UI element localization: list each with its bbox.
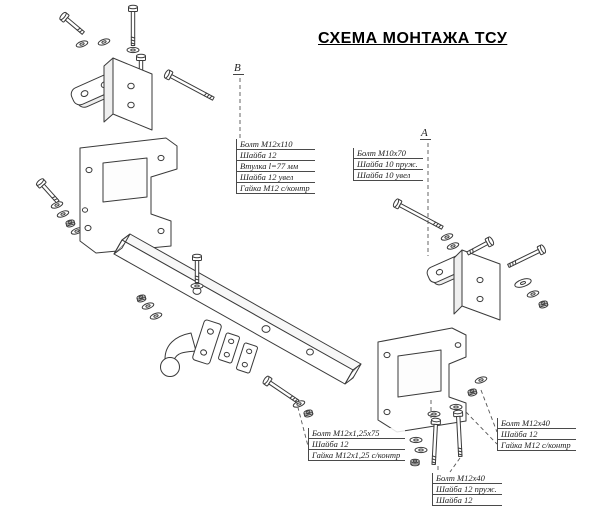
bolt bbox=[58, 10, 87, 37]
washer bbox=[473, 375, 489, 385]
page-title: СХЕМА МОНТАЖА ТСУ bbox=[318, 30, 508, 47]
washer bbox=[49, 200, 65, 210]
bolt bbox=[261, 374, 301, 406]
leader-line-right-bottom bbox=[465, 411, 498, 445]
callout-row: Втулка l=77 мм bbox=[237, 161, 315, 172]
callout-row: Гайка M12 с/контр bbox=[498, 440, 576, 451]
bolt bbox=[464, 235, 496, 258]
callout-row: Шайба 12 bbox=[237, 150, 315, 161]
washer bbox=[439, 232, 455, 242]
washer bbox=[148, 311, 164, 321]
callout-row: Болт M10x70 bbox=[354, 148, 423, 159]
washer bbox=[449, 403, 463, 411]
callout-bolt-m12x110: Болт M12x110 Шайба 12 Втулка l=77 мм Шай… bbox=[236, 139, 315, 194]
nut bbox=[410, 458, 420, 467]
nut bbox=[302, 408, 314, 419]
tow-ball bbox=[160, 357, 180, 377]
callout-row: Гайка M12x1,25 с/контр bbox=[309, 450, 406, 461]
big-washer bbox=[513, 276, 533, 290]
callout-bolt-m12x40-right: Болт M12x40 Шайба 12 Гайка M12 с/контр bbox=[497, 418, 576, 451]
leader-lines bbox=[239, 78, 498, 473]
center-bottom-fasteners-group bbox=[261, 374, 314, 419]
callout-bolt-m12x40-mid: Болт M12x40 Шайба 12 пруж. Шайба 12 bbox=[432, 473, 502, 506]
marker-a: A bbox=[420, 127, 431, 140]
bolt bbox=[505, 243, 548, 271]
washer bbox=[445, 241, 461, 251]
callout-row: Болт M12x1,25x75 bbox=[309, 428, 406, 439]
nut bbox=[537, 299, 549, 310]
callout-row: Шайба 12 bbox=[498, 429, 576, 440]
washer bbox=[74, 39, 90, 49]
leader-line-right-bottom bbox=[480, 389, 498, 433]
marker-b: B bbox=[233, 62, 244, 75]
callout-bolt-m10x70: Болт M10x70 Шайба 10 пруж. Шайба 10 увел bbox=[353, 148, 423, 181]
washer bbox=[190, 282, 204, 290]
callout-row: Шайба 12 bbox=[309, 439, 406, 450]
leader-line-center-bottom bbox=[295, 399, 309, 447]
washer bbox=[409, 436, 423, 444]
callout-row: Шайба 12 пруж. bbox=[433, 484, 502, 495]
right-upper-group bbox=[391, 197, 549, 321]
tow-ball-assembly bbox=[135, 293, 258, 377]
nut bbox=[64, 218, 76, 229]
leader-line-mid-bottom bbox=[449, 457, 461, 473]
washer bbox=[427, 410, 441, 418]
right-lower-bracket bbox=[377, 327, 489, 433]
bolt bbox=[128, 4, 138, 46]
washer bbox=[55, 209, 71, 219]
clamp-plate bbox=[236, 342, 258, 374]
tow-ball-plate bbox=[192, 319, 222, 365]
callout-row: Болт M12x40 bbox=[498, 418, 576, 429]
callout-row: Шайба 12 bbox=[433, 495, 502, 506]
upper-l-bracket bbox=[103, 57, 153, 131]
nut bbox=[466, 387, 478, 398]
bolt bbox=[162, 68, 216, 104]
washer bbox=[414, 446, 428, 454]
washer bbox=[126, 46, 140, 54]
callout-row: Шайба 12 увел bbox=[237, 172, 315, 183]
main-left-bracket bbox=[79, 137, 178, 254]
crossbar-beam bbox=[113, 233, 362, 385]
callout-row: Шайба 10 увел bbox=[354, 170, 423, 181]
bolt bbox=[391, 197, 445, 233]
callout-row: Гайка M12 с/контр bbox=[237, 183, 315, 194]
callout-bolt-m12x125x75: Болт M12x1,25x75 Шайба 12 Гайка M12x1,25… bbox=[308, 428, 406, 461]
callout-row: Шайба 10 пруж. bbox=[354, 159, 423, 170]
nut bbox=[135, 293, 147, 304]
bolt bbox=[34, 177, 62, 206]
left-fasteners-group bbox=[34, 177, 85, 236]
washer bbox=[96, 37, 112, 47]
washer bbox=[525, 289, 541, 299]
tow-ball-arm bbox=[164, 332, 197, 361]
callout-row: Болт M12x40 bbox=[433, 473, 502, 484]
washer bbox=[140, 301, 156, 311]
callout-row: Болт M12x110 bbox=[237, 139, 315, 150]
clamp-plate bbox=[218, 332, 240, 364]
